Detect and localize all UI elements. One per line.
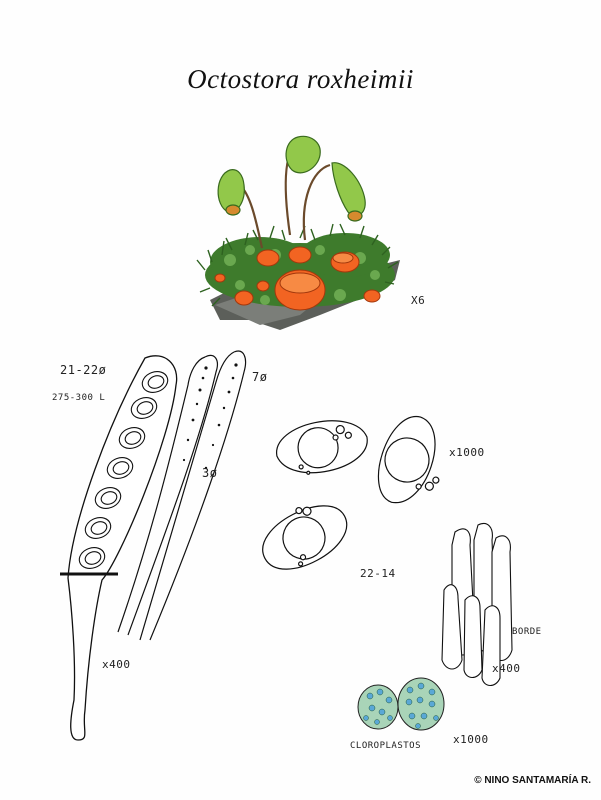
chloroplast-label: CLOROPLASTOS: [350, 741, 422, 751]
ascus-length-label: 275-300 L: [52, 393, 106, 403]
chloroplast-cells-drawing: [357, 677, 445, 731]
spore-magnification-label: x1000: [449, 446, 485, 459]
habit-illustration: [196, 135, 400, 330]
margin-magnification-label: x400: [492, 662, 521, 675]
ascus-diameter-label: 21-22ø: [60, 363, 107, 377]
chloroplast-magnification-label: x1000: [453, 733, 489, 746]
ascus-magnification-label: x400: [102, 658, 131, 671]
copyright-notice: © NINO SANTAMARÍA R.: [474, 775, 591, 786]
spore-size-label: 22-14: [360, 567, 396, 580]
paraphyses-drawing: [117, 350, 247, 641]
margin-label: BORDE: [512, 627, 542, 637]
margin-hairs-drawing: [441, 522, 513, 687]
species-title: Octostora roxheimii: [187, 64, 414, 94]
paraphysis-tip-label: 7ø: [252, 370, 268, 384]
habit-magnification-label: X6: [411, 294, 426, 307]
ascus-drawing: [60, 355, 178, 741]
paraphysis-mid-label: 3ø: [202, 466, 218, 480]
spores-drawing: [262, 416, 440, 570]
